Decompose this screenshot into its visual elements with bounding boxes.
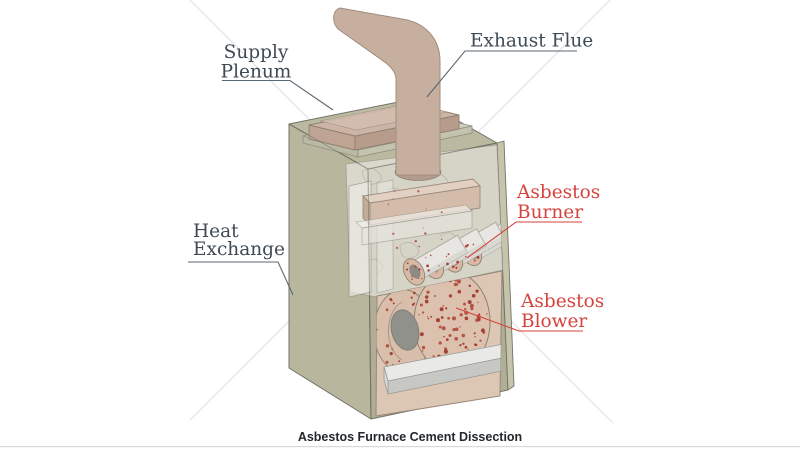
leader-exhaust-flue <box>426 50 577 98</box>
label-heat-exchange: Exchange <box>193 239 285 260</box>
label-asbestos-burner: Burner <box>517 202 583 223</box>
blower-assembly <box>376 271 502 395</box>
drum-rim <box>387 301 403 361</box>
leader-supply-plenum <box>222 79 334 111</box>
label-asbestos-blower: Asbestos <box>520 291 604 312</box>
caption-title: Asbestos Furnace Cement Dissection <box>298 430 522 444</box>
label-heat-exchange: Heat <box>193 221 239 242</box>
label-asbestos-burner: Asbestos <box>516 182 600 203</box>
label-asbestos-blower: Blower <box>521 311 587 332</box>
label-exhaust-flue: Exhaust Flue <box>470 31 593 52</box>
base-tray <box>383 343 502 395</box>
label-supply-plenum: Plenum <box>221 62 292 83</box>
leader-asbestos-blower <box>455 307 583 332</box>
leader-heat-exchange <box>188 261 294 296</box>
leader-lines <box>188 50 583 332</box>
flue-pipe-body <box>333 7 441 176</box>
exhaust-flue-pipe <box>333 7 442 181</box>
blower-intake-hole <box>390 309 420 351</box>
burner-tube <box>402 234 469 286</box>
burner-opening <box>409 264 421 279</box>
tray-end <box>383 366 389 395</box>
bottom-border <box>0 446 800 448</box>
labels: Supply Plenum Exhaust Flue Heat Exchange… <box>193 31 604 333</box>
label-supply-plenum: Supply <box>224 42 289 63</box>
leader-asbestos-burner <box>466 221 582 259</box>
burner-tubes <box>402 215 508 286</box>
asbestos-speckles-burner <box>405 243 480 281</box>
ghost-lower-bar <box>355 204 473 246</box>
box-edge-overlay <box>288 123 498 420</box>
